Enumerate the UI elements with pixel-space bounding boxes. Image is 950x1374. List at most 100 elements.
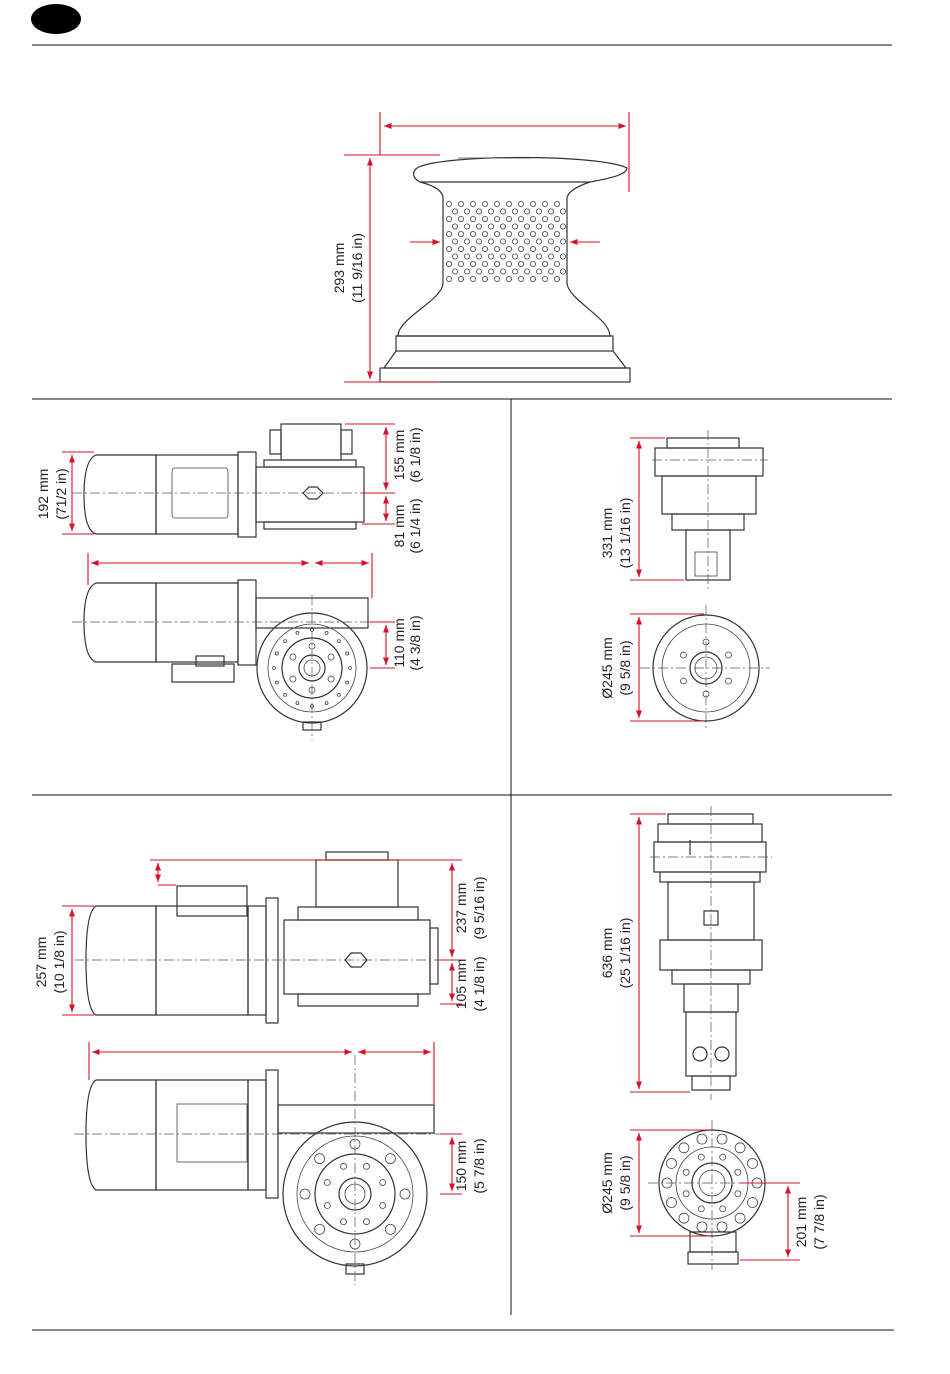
bolt-hole	[735, 1169, 741, 1175]
bolt-hole	[488, 239, 493, 244]
bolt-hole	[494, 246, 499, 251]
motor1-lower-in: (6 1/4 in)	[407, 498, 423, 553]
bolt-hole	[735, 1191, 741, 1197]
bolt-hole	[554, 231, 559, 236]
bolt-hole	[748, 1158, 758, 1168]
bolt-hole	[275, 681, 278, 684]
bolt-hole	[548, 254, 553, 259]
bolt-hole	[464, 209, 469, 214]
motor1-upper-mm: 155 mm	[391, 430, 407, 481]
bolt-hole	[560, 209, 565, 214]
bolt-hole	[524, 239, 529, 244]
gearbox2-diameter-mm: Ø245 mm	[599, 1152, 615, 1213]
motor2-side-mm: 150 mm	[453, 1141, 469, 1192]
bolt-hole	[726, 678, 732, 684]
bolt-hole	[324, 1202, 330, 1208]
bolt-hole	[726, 652, 732, 658]
motor1-side-mm: 110 mm	[391, 618, 407, 668]
bolt-hole	[554, 201, 559, 206]
bolt-hole	[717, 1134, 727, 1144]
bolt-hole	[500, 224, 505, 229]
bolt-hole	[458, 231, 463, 236]
bolt-hole	[506, 231, 511, 236]
bolt-hole	[470, 246, 475, 251]
bolt-hole	[518, 216, 523, 221]
bolt-hole	[325, 702, 328, 705]
bolt-hole	[400, 1189, 410, 1199]
gearbox1-front-view	[640, 605, 770, 730]
bolt-hole	[506, 261, 511, 266]
motor1-lower-mm: 81 mm	[391, 505, 407, 548]
bolt-hole	[446, 261, 451, 266]
bolt-hole	[273, 667, 276, 670]
motor1-top-dimensions	[62, 424, 395, 534]
bolt-hole	[458, 216, 463, 221]
bolt-hole	[446, 246, 451, 251]
bolt-hole	[284, 640, 287, 643]
bolt-hole	[296, 631, 299, 634]
bolt-hole	[482, 201, 487, 206]
bolt-hole	[452, 269, 457, 274]
bolt-hole	[325, 631, 328, 634]
bolt-hole	[446, 216, 451, 221]
bolt-hole	[512, 269, 517, 274]
language-badge	[31, 4, 81, 34]
bolt-hole	[476, 224, 481, 229]
bolt-hole	[494, 276, 499, 281]
bolt-hole	[290, 654, 296, 660]
bolt-hole	[446, 276, 451, 281]
bolt-hole	[536, 254, 541, 259]
bolt-hole	[524, 254, 529, 259]
bolt-hole	[512, 209, 517, 214]
bolt-hole	[452, 224, 457, 229]
bolt-hole	[363, 1219, 369, 1225]
gearbox2-side-view	[650, 806, 772, 1100]
gearbox1-side-view	[652, 430, 768, 590]
bolt-hole	[698, 1154, 704, 1160]
bolt-hole	[542, 231, 547, 236]
bolt-hole	[458, 201, 463, 206]
bolt-hole	[512, 224, 517, 229]
bolt-hole	[548, 239, 553, 244]
bolt-hole	[476, 254, 481, 259]
bolt-hole	[554, 261, 559, 266]
gearbox2-diameter-in: (9 5/8 in)	[617, 1155, 633, 1210]
bolt-hole	[296, 702, 299, 705]
bolt-hole	[720, 1154, 726, 1160]
bolt-hole	[337, 693, 340, 696]
motor1-front-dimensions	[88, 553, 395, 668]
bolt-hole	[446, 231, 451, 236]
bolt-hole	[548, 269, 553, 274]
motor1-height-in: (71/2 in)	[53, 468, 69, 519]
bolt-hole	[500, 239, 505, 244]
bolt-hole	[494, 201, 499, 206]
bolt-hole	[300, 1189, 310, 1199]
bolt-hole	[560, 254, 565, 259]
motor2-upper-mm: 237 mm	[453, 883, 469, 934]
bolt-hole	[380, 1202, 386, 1208]
capstan-height-in: (11 9/16 in)	[349, 233, 365, 303]
gearbox2-height-in: (25 1/16 in)	[617, 918, 633, 989]
bolt-hole	[518, 231, 523, 236]
gearbox1-diameter-mm: Ø245 mm	[599, 637, 615, 698]
motor2-lower-mm: 105 mm	[453, 959, 469, 1010]
bolt-hole	[530, 276, 535, 281]
capstan-drawing	[380, 158, 630, 383]
bolt-hole	[542, 276, 547, 281]
bolt-hole	[482, 231, 487, 236]
bolt-hole	[476, 239, 481, 244]
bolt-hole	[748, 1198, 758, 1208]
bolt-hole	[524, 209, 529, 214]
bolt-hole	[470, 231, 475, 236]
gearbox2-front-view	[648, 1120, 776, 1270]
bolt-hole	[500, 254, 505, 259]
bolt-hole	[542, 246, 547, 251]
motor2-top-dimensions	[62, 860, 462, 1015]
motor2-height-mm: 257 mm	[33, 937, 49, 988]
gearbox1-diameter-in: (9 5/8 in)	[617, 640, 633, 695]
bolt-hole	[680, 652, 686, 658]
bolt-hole	[506, 201, 511, 206]
bolt-hole	[698, 1206, 704, 1212]
bolt-hole	[680, 678, 686, 684]
bolt-hole	[735, 1143, 745, 1153]
